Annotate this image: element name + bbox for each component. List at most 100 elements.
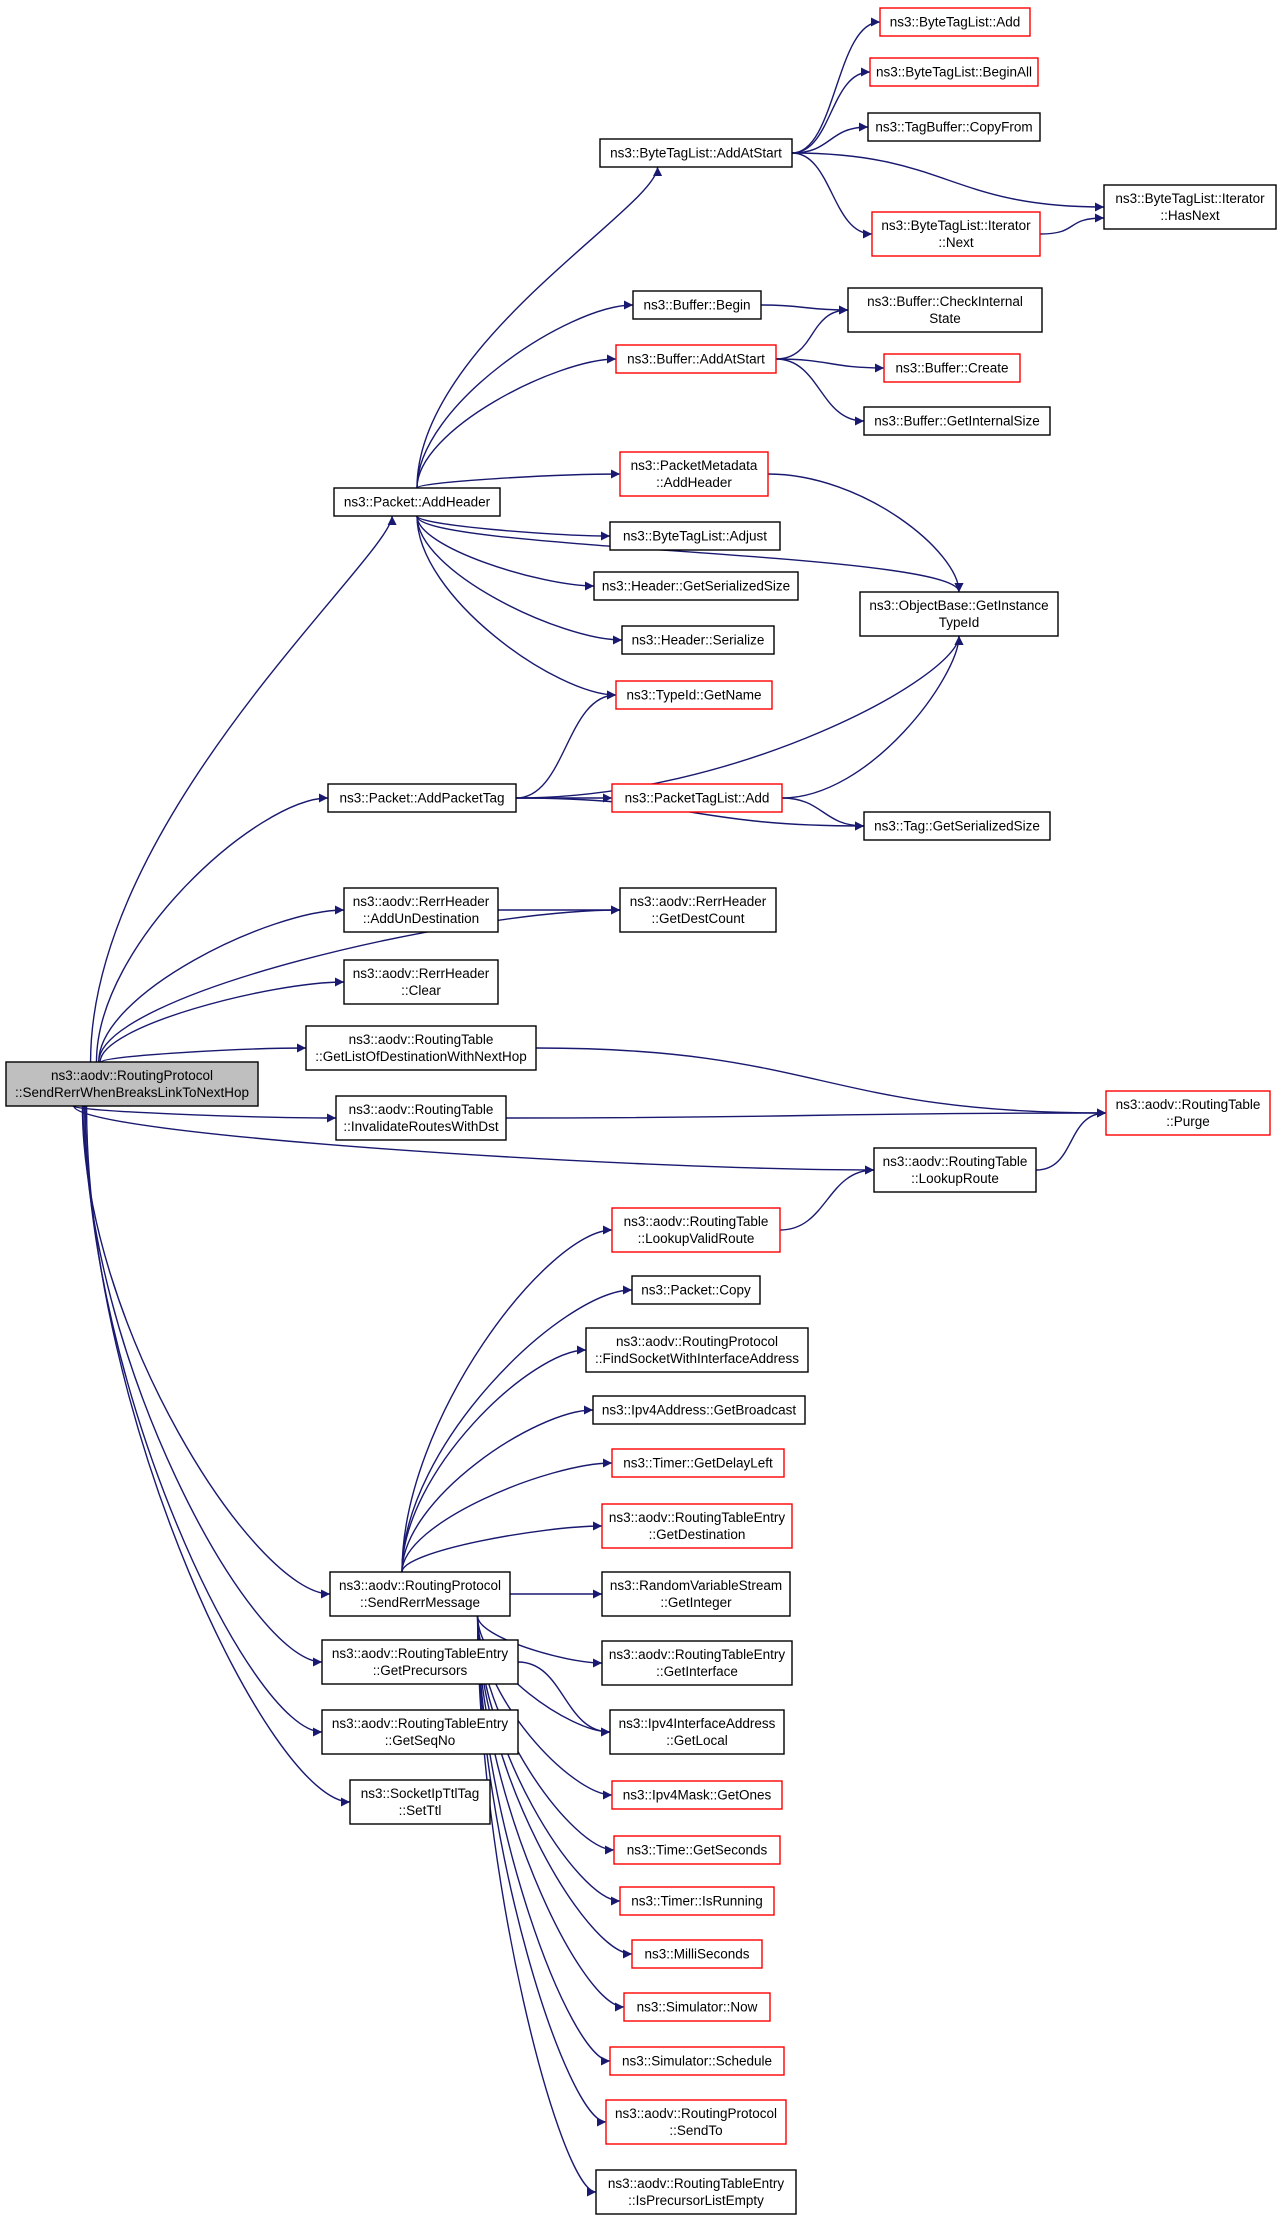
edge-rp-sendrerrmessage-to-sim-schedule xyxy=(476,1615,611,2066)
node-rte-getdestination[interactable]: ns3::aodv::RoutingTableEntry::GetDestina… xyxy=(601,1503,793,1549)
node-tag-getserializedsize[interactable]: ns3::Tag::GetSerializedSize xyxy=(863,811,1051,841)
node-btl-beginall[interactable]: ns3::ByteTagList::BeginAll xyxy=(869,57,1039,87)
node-btl-adjust[interactable]: ns3::ByteTagList::Adjust xyxy=(609,521,781,551)
node-sim-schedule[interactable]: ns3::Simulator::Schedule xyxy=(609,2046,785,2076)
node-label-line: ns3::TypeId::GetName xyxy=(626,688,761,703)
edge-path xyxy=(476,1615,603,1668)
node-label-line: ns3::Ipv4Address::GetBroadcast xyxy=(602,1403,797,1418)
node-rerr-clear[interactable]: ns3::aodv::RerrHeader::Clear xyxy=(343,959,499,1005)
edge-path xyxy=(416,166,663,489)
node-hdr-serialize[interactable]: ns3::Header::Serialize xyxy=(621,625,775,655)
node-box xyxy=(873,1147,1037,1193)
node-rerr-addundest[interactable]: ns3::aodv::RerrHeader::AddUnDestination xyxy=(343,887,499,933)
node-btl-add[interactable]: ns3::ByteTagList::Add xyxy=(879,7,1031,37)
node-btl-it-hasnext[interactable]: ns3::ByteTagList::Iterator::HasNext xyxy=(1103,184,1277,230)
node-label-line: ns3::aodv::RoutingProtocol xyxy=(615,2106,777,2121)
node-label-line: ns3::ByteTagList::BeginAll xyxy=(876,65,1032,80)
node-box xyxy=(619,1886,775,1916)
node-rp-sendto[interactable]: ns3::aodv::RoutingProtocol::SendTo xyxy=(605,2099,787,2145)
node-buf-begin[interactable]: ns3::Buffer::Begin xyxy=(632,290,762,320)
edge-path xyxy=(85,1105,351,1807)
node-hdr-getserializedsize[interactable]: ns3::Header::GetSerializedSize xyxy=(593,571,799,601)
node-time-getseconds[interactable]: ns3::Time::GetSeconds xyxy=(613,1835,781,1865)
edge-path xyxy=(416,515,964,593)
node-buf-addatstart[interactable]: ns3::Buffer::AddAtStart xyxy=(615,344,777,374)
node-rp-sendrerrmessage[interactable]: ns3::aodv::RoutingProtocol::SendRerrMess… xyxy=(329,1571,511,1617)
edge-root-to-rte-getseqno xyxy=(84,1105,323,1737)
node-label-line: ::SendRerrMessage xyxy=(360,1595,480,1610)
node-pkt-copy[interactable]: ns3::Packet::Copy xyxy=(631,1275,761,1305)
node-pm-addheader[interactable]: ns3::PacketMetadata::AddHeader xyxy=(619,451,769,497)
node-label-line: ns3::aodv::RoutingTableEntry xyxy=(332,1646,509,1661)
node-root[interactable]: ns3::aodv::RoutingProtocol::SendRerrWhen… xyxy=(5,1061,259,1107)
node-box xyxy=(631,1939,763,1969)
node-rt-getlistofdest[interactable]: ns3::aodv::RoutingTable::GetListOfDestin… xyxy=(305,1025,537,1071)
node-ipv4-getbroadcast[interactable]: ns3::Ipv4Address::GetBroadcast xyxy=(592,1395,806,1425)
node-label-line: ::LookupRoute xyxy=(911,1171,999,1186)
node-btl-it-next[interactable]: ns3::ByteTagList::Iterator::Next xyxy=(871,211,1041,257)
node-box xyxy=(883,353,1021,383)
edge-root-to-rt-invalidate xyxy=(72,1105,337,1123)
node-label-line: ns3::Buffer::Begin xyxy=(643,298,750,313)
node-buf-getinternalsize[interactable]: ns3::Buffer::GetInternalSize xyxy=(863,406,1051,436)
node-box xyxy=(592,1395,806,1425)
node-typeid-getname[interactable]: ns3::TypeId::GetName xyxy=(615,680,773,710)
node-box xyxy=(613,1835,781,1865)
node-label-line: ns3::RandomVariableStream xyxy=(610,1578,782,1593)
node-rte-isprecursorlistempty[interactable]: ns3::aodv::RoutingTableEntry::IsPrecurso… xyxy=(595,2169,797,2215)
node-buf-create[interactable]: ns3::Buffer::Create xyxy=(883,353,1021,383)
node-box xyxy=(595,2169,797,2215)
edge-path xyxy=(476,1615,625,2012)
node-box xyxy=(847,287,1043,333)
node-rvs-getinteger[interactable]: ns3::RandomVariableStream::GetInteger xyxy=(601,1571,791,1617)
node-label-line: ns3::aodv::RoutingTableEntry xyxy=(609,1510,786,1525)
node-rte-getseqno[interactable]: ns3::aodv::RoutingTableEntry::GetSeqNo xyxy=(321,1709,519,1755)
node-timer-isrunning[interactable]: ns3::Timer::IsRunning xyxy=(619,1886,775,1916)
node-rt-purge[interactable]: ns3::aodv::RoutingTable::Purge xyxy=(1105,1090,1271,1136)
node-timer-getdelayleft[interactable]: ns3::Timer::GetDelayLeft xyxy=(611,1448,785,1478)
node-label-line: ::SendRerrWhenBreaksLinkToNextHop xyxy=(15,1085,249,1100)
node-label-line: ::AddUnDestination xyxy=(363,911,479,926)
node-label-line: ::IsPrecursorListEmpty xyxy=(628,2193,764,2208)
node-rte-getprecursors[interactable]: ns3::aodv::RoutingTableEntry::GetPrecurs… xyxy=(321,1639,519,1685)
node-box xyxy=(305,1025,537,1071)
edge-root-to-rerr-getdestcount xyxy=(98,905,621,1063)
edge-path xyxy=(84,1105,323,1737)
node-btl-addatstart[interactable]: ns3::ByteTagList::AddAtStart xyxy=(599,138,793,168)
node-rp-findsocket[interactable]: ns3::aodv::RoutingProtocol::FindSocketWi… xyxy=(585,1327,809,1373)
edge-path xyxy=(476,1615,611,1737)
edge-btl-addatstart-to-btl-beginall xyxy=(791,67,871,154)
node-label-line: ns3::Packet::Copy xyxy=(641,1283,751,1298)
node-label-line: ns3::aodv::RoutingProtocol xyxy=(51,1068,213,1083)
node-sim-now[interactable]: ns3::Simulator::Now xyxy=(623,1992,771,2022)
node-milliseconds[interactable]: ns3::MilliSeconds xyxy=(631,1939,763,1969)
node-label-line: ::GetPrecursors xyxy=(373,1663,468,1678)
node-pkt-addheader[interactable]: ns3::Packet::AddHeader xyxy=(333,487,501,517)
node-box xyxy=(599,138,793,168)
node-rte-getinterface[interactable]: ns3::aodv::RoutingTableEntry::GetInterfa… xyxy=(601,1640,793,1686)
edge-path xyxy=(775,358,885,373)
edge-path xyxy=(89,515,397,1063)
edge-ptl-add-to-tag-getserializedsize xyxy=(781,797,865,831)
node-label-line: TypeId xyxy=(939,615,980,630)
node-ptl-add[interactable]: ns3::PacketTagList::Add xyxy=(611,783,783,813)
node-tagbuf-copyfrom[interactable]: ns3::TagBuffer::CopyFrom xyxy=(867,112,1041,142)
node-label-line: ns3::aodv::RoutingTable xyxy=(1116,1097,1261,1112)
node-rt-lookupvalid[interactable]: ns3::aodv::RoutingTable::LookupValidRout… xyxy=(611,1207,781,1253)
edge-pkt-addheader-to-hdr-serialize xyxy=(416,515,623,645)
node-ipv4if-getlocal[interactable]: ns3::Ipv4InterfaceAddress::GetLocal xyxy=(609,1709,785,1755)
node-label-line: ns3::Timer::IsRunning xyxy=(631,1894,763,1909)
node-rerr-getdestcount[interactable]: ns3::aodv::RerrHeader::GetDestCount xyxy=(619,887,777,933)
node-label-line: ::GetDestCount xyxy=(651,911,744,926)
edge-root-to-rt-getlistofdest xyxy=(100,1043,307,1063)
node-label-line: ::GetInterface xyxy=(656,1664,738,1679)
node-socket-setttl[interactable]: ns3::SocketIpTtlTag::SetTtl xyxy=(349,1779,491,1825)
node-ipv4mask-getones[interactable]: ns3::Ipv4Mask::GetOnes xyxy=(611,1780,783,1810)
node-rt-invalidate[interactable]: ns3::aodv::RoutingTable::InvalidateRoute… xyxy=(335,1095,507,1141)
node-label-line: State xyxy=(929,311,961,326)
node-box xyxy=(871,211,1041,257)
node-pkt-addpackettag[interactable]: ns3::Packet::AddPacketTag xyxy=(327,783,517,813)
node-rt-lookuproute[interactable]: ns3::aodv::RoutingTable::LookupRoute xyxy=(873,1147,1037,1193)
